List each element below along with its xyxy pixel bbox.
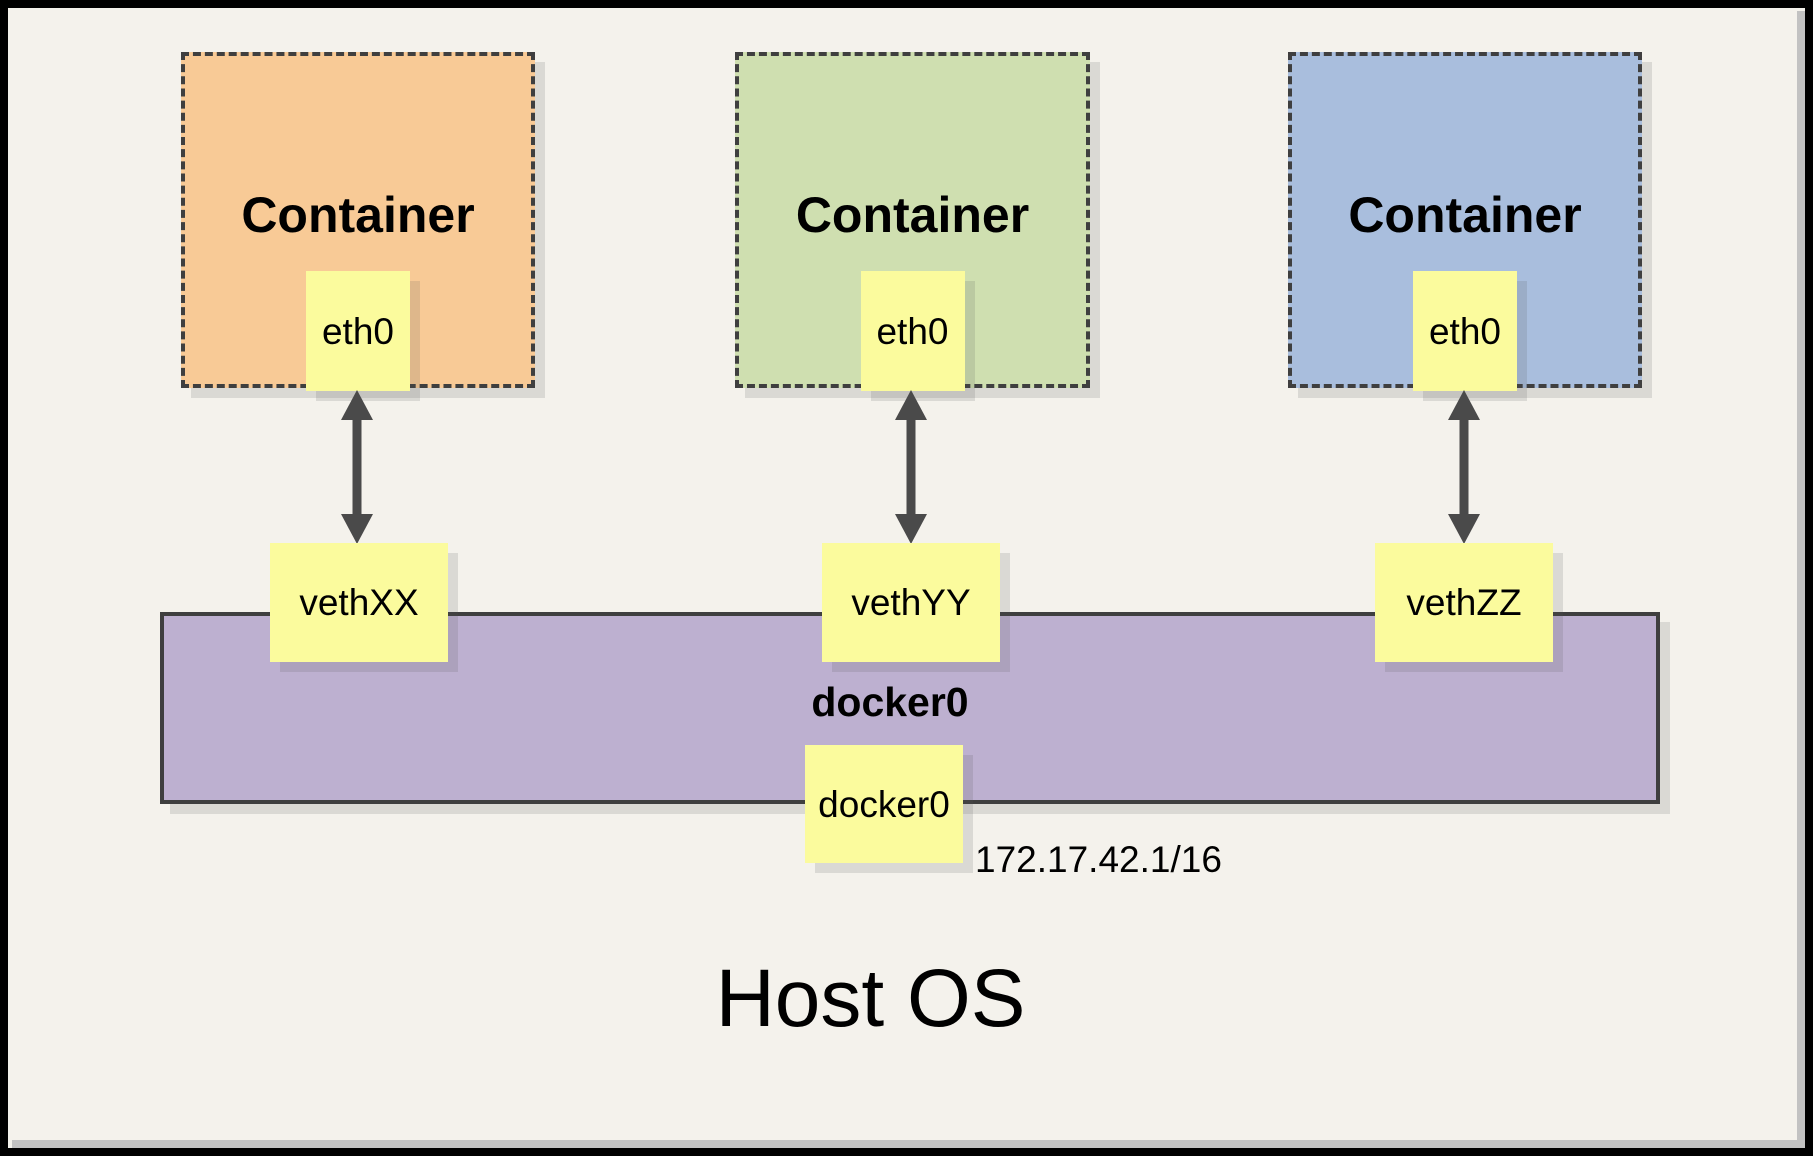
container-box-1: Container eth0 bbox=[181, 52, 535, 391]
container-3-eth0-box: eth0 bbox=[1413, 271, 1517, 391]
container-2-eth0-label: eth0 bbox=[876, 310, 949, 352]
container-2-label: Container bbox=[795, 187, 1030, 243]
vethyy-label: vethYY bbox=[851, 582, 971, 623]
container-3-label: Container bbox=[1348, 187, 1582, 243]
docker0-interface-label: docker0 bbox=[818, 783, 950, 825]
veth-link-arrow-2 bbox=[893, 390, 929, 544]
veth-link-arrow-1 bbox=[339, 390, 375, 544]
vethzz-box: vethZZ bbox=[1375, 543, 1553, 662]
docker0-interface-box: docker0 bbox=[805, 745, 963, 863]
container-1-label: Container bbox=[241, 187, 475, 243]
container-box-3: Container eth0 bbox=[1288, 52, 1642, 391]
container-3-eth0-label: eth0 bbox=[1428, 310, 1501, 352]
container-1-eth0-label: eth0 bbox=[321, 310, 394, 352]
container-2-eth0-box: eth0 bbox=[860, 271, 965, 391]
vethxx-label: vethXX bbox=[299, 582, 419, 623]
vethyy-box: vethYY bbox=[822, 543, 1000, 662]
vethxx-box: vethXX bbox=[270, 543, 448, 662]
bridge-ip-label: 172.17.42.1/16 bbox=[975, 839, 1222, 880]
veth-link-arrow-3 bbox=[1446, 390, 1482, 544]
frame-shadow-right bbox=[1797, 11, 1805, 1148]
container-1-eth0-box: eth0 bbox=[306, 271, 410, 391]
container-box-2: Container eth0 bbox=[735, 52, 1090, 391]
frame-shadow-bottom bbox=[12, 1140, 1805, 1148]
vethzz-label: vethZZ bbox=[1406, 582, 1522, 623]
docker0-bridge-label: docker0 bbox=[811, 679, 969, 725]
host-os-label: Host OS bbox=[715, 953, 1026, 1044]
